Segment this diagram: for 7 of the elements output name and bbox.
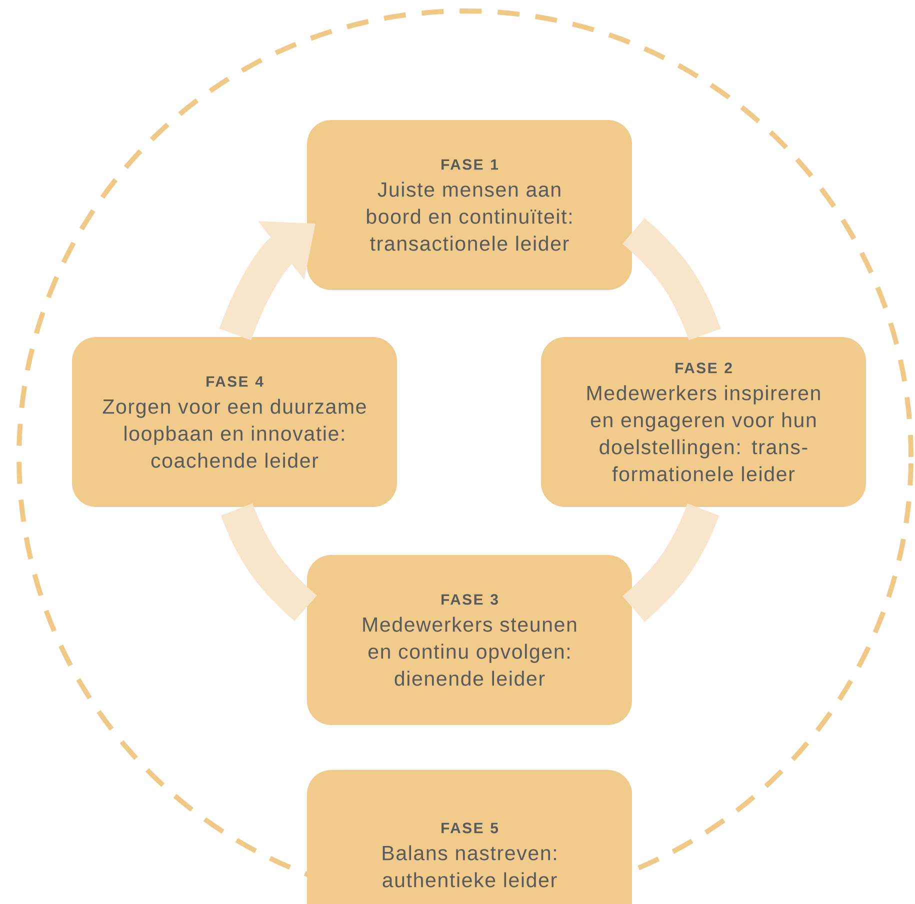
phase-box: FASE 1 Juiste mensen aan boord en continuïteit: transactionele leider: [307, 120, 632, 290]
ring-segment: [220, 503, 317, 621]
phase-box: FASE 2 Medewerkers inspireren en engageren voor hun doelstellingen: trans- formationele leider: [541, 337, 866, 507]
phase-box: FASE 4 Zorgen voor een duurzame loopbaan en innovatie: coachende leider: [72, 337, 397, 507]
ring-segment: [622, 503, 720, 622]
phase-box: FASE 3 Medewerkers steunen en continu opvolgen: dienende leider: [307, 555, 632, 725]
phase-box: FASE 5 Balans nastreven: authentieke leider: [307, 770, 632, 904]
